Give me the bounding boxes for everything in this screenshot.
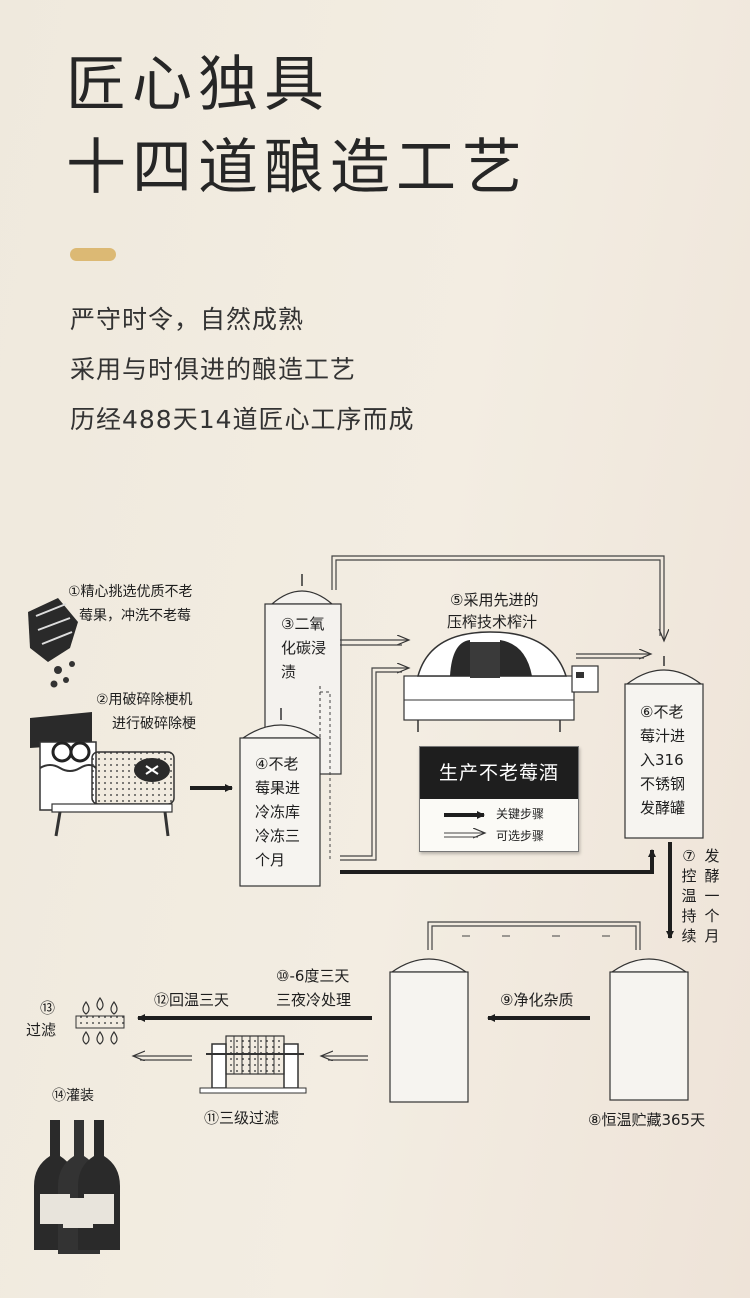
legend-optional-step: 可选步骤 — [496, 829, 545, 843]
legend-title: 生产不老莓酒 — [420, 747, 578, 799]
step-4-label: ④不老莓果进冷冻库冷冻三个月 — [255, 755, 301, 869]
step-13-label-number: ⑬ — [40, 999, 56, 1017]
intro-line-1: 严守时令，自然成熟 — [70, 305, 305, 334]
legend-key-step: 关键步骤 — [496, 807, 545, 821]
heading-line-1: 匠心独具 — [66, 50, 330, 120]
gold-accent-bar — [70, 248, 116, 261]
crusher-destemmer-illustration — [30, 712, 175, 837]
step-2-label-line-1: ②用破碎除梗机 — [96, 692, 193, 708]
wine-press-illustration — [403, 631, 599, 732]
berry-wash-illustration — [28, 598, 78, 688]
step-1-label-line-1: ①精心挑选优质不老 — [68, 584, 193, 600]
step-10-label-line-2: 三夜冷处理 — [276, 991, 352, 1009]
step-13-label-text: 过滤 — [26, 1021, 57, 1039]
step-14-label: ⑭灌装 — [52, 1088, 94, 1104]
step-7-label-line-1: ⑦控温持续 — [681, 847, 697, 945]
tank-storage — [609, 958, 689, 1101]
step-2-label-line-2: 进行破碎除梗 — [112, 716, 196, 732]
step-1-label-line-2: 莓果，冲洗不老莓 — [79, 608, 191, 624]
step-9-label: ⑨净化杂质 — [500, 991, 574, 1009]
step-12-label: ⑫回温三天 — [154, 991, 230, 1009]
step-3-label: ③二氧化碳浸渍 — [281, 615, 327, 681]
wine-bottles-illustration — [34, 1120, 120, 1254]
step-10-label-line-1: ⑩-6度三天 — [276, 967, 350, 985]
heading-line-2: 十四道酿造工艺 — [66, 133, 528, 203]
intro-line-3: 历经488天14道匠心工序而成 — [70, 405, 415, 434]
tank-freeze-storage — [239, 691, 331, 887]
step-5-label-line-1: ⑤采用先进的 — [450, 591, 539, 609]
legend-arrows — [444, 811, 578, 851]
legend-box: 生产不老莓酒 关键步骤 可选步骤 — [419, 746, 579, 852]
step-5-label-line-2: 压榨技术榨汁 — [447, 613, 538, 631]
step-11-label: ⑪三级过滤 — [204, 1109, 280, 1127]
filter-press-illustration — [199, 1035, 307, 1094]
step-7-label-line-2: 发酵一个月 — [704, 847, 720, 945]
intro-line-2: 采用与时俱进的酿造工艺 — [70, 355, 357, 384]
filter-drops-icon — [75, 996, 125, 1045]
tank-purification — [389, 958, 469, 1103]
step-6-label: ⑥不老莓汁进入316不锈钢发酵罐 — [640, 703, 686, 817]
step-8-label: ⑧恒温贮藏365天 — [588, 1111, 706, 1129]
tank-fermentation — [624, 656, 704, 839]
